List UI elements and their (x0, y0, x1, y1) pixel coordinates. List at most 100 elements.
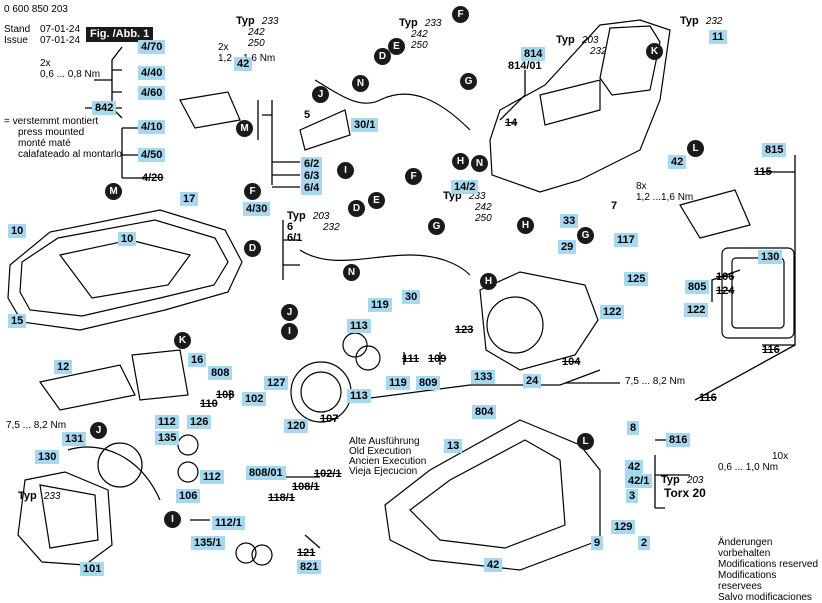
part-label-809[interactable]: 809 (416, 376, 441, 390)
part-label-30-1[interactable]: 30/1 (351, 118, 379, 132)
ref-circle-i[interactable]: I (337, 162, 354, 179)
part-label-29[interactable]: 29 (558, 240, 577, 254)
ref-circle-d[interactable]: D (374, 48, 391, 65)
part-label-130b[interactable]: 130 (35, 450, 60, 464)
part-label-821[interactable]: 821 (297, 560, 322, 574)
ref-circle-k[interactable]: K (646, 43, 663, 60)
part-label-125[interactable]: 125 (624, 272, 649, 286)
part-label-102-1[interactable]: 102/1 (314, 468, 342, 480)
ref-circle-j3[interactable]: J (90, 422, 107, 439)
part-label-109[interactable]: 109 (428, 353, 447, 365)
part-label-13[interactable]: 13 (444, 439, 463, 453)
part-label-115[interactable]: 115 (754, 166, 772, 178)
part-label-4-20[interactable]: 4/20 (142, 172, 164, 184)
ref-circle-m2[interactable]: M (105, 183, 122, 200)
part-label-33[interactable]: 33 (560, 214, 579, 228)
ref-circle-f[interactable]: F (452, 6, 469, 23)
part-label-130a[interactable]: 130 (758, 250, 783, 264)
part-label-119b[interactable]: 119 (386, 376, 410, 390)
ref-circle-g[interactable]: G (460, 73, 477, 90)
part-label-842[interactable]: 842 (92, 101, 117, 115)
part-label-111[interactable]: 111 (402, 353, 420, 365)
ref-circle-l[interactable]: L (687, 140, 704, 157)
part-label-10b[interactable]: 10 (118, 232, 137, 246)
part-label-4-50[interactable]: 4/50 (138, 148, 166, 162)
part-label-14-2[interactable]: 14/2 (451, 180, 479, 194)
part-label-6-1[interactable]: 6/1 (287, 232, 303, 244)
part-label-15[interactable]: 15 (8, 314, 27, 328)
part-label-135-1[interactable]: 135/1 (191, 536, 225, 550)
part-label-117[interactable]: 117 (614, 233, 638, 247)
part-label-113b[interactable]: 113 (347, 389, 371, 403)
part-label-9[interactable]: 9 (591, 536, 604, 550)
part-label-104[interactable]: 104 (562, 356, 581, 368)
part-label-124[interactable]: 124 (716, 285, 735, 297)
part-label-110[interactable]: 110 (200, 398, 218, 410)
part-label-4-10[interactable]: 4/10 (138, 120, 166, 134)
ref-circle-k2[interactable]: K (174, 332, 191, 349)
part-label-6-4[interactable]: 6/4 (301, 181, 323, 195)
part-label-814[interactable]: 814 (521, 47, 546, 61)
part-label-8[interactable]: 8 (627, 421, 640, 435)
ref-circle-e2[interactable]: E (368, 192, 385, 209)
ref-circle-d3[interactable]: D (348, 200, 365, 217)
ref-circle-n2[interactable]: N (471, 155, 488, 172)
part-label-14[interactable]: 14 (505, 117, 518, 129)
part-label-118-1[interactable]: 118/1 (268, 492, 295, 504)
part-label-42d[interactable]: 42 (484, 558, 503, 572)
ref-circle-h[interactable]: H (452, 153, 469, 170)
part-label-122a[interactable]: 122 (684, 303, 709, 317)
part-label-42c[interactable]: 42 (625, 460, 644, 474)
ref-circle-g3[interactable]: G (577, 227, 594, 244)
part-label-24[interactable]: 24 (523, 374, 542, 388)
part-label-815[interactable]: 815 (762, 143, 787, 157)
part-label-6-3[interactable]: 6/3 (301, 169, 323, 183)
part-label-131[interactable]: 131 (62, 432, 87, 446)
part-label-808[interactable]: 808 (208, 366, 233, 380)
part-label-120[interactable]: 120 (284, 419, 309, 433)
part-label-6-2[interactable]: 6/2 (301, 157, 323, 171)
part-label-2[interactable]: 2 (638, 536, 651, 550)
part-label-112-1[interactable]: 112/1 (212, 516, 245, 530)
part-label-121[interactable]: 121 (297, 547, 316, 559)
part-label-101[interactable]: 101 (80, 562, 105, 576)
part-label-17[interactable]: 17 (180, 192, 199, 206)
part-label-42a[interactable]: 42 (234, 57, 253, 71)
part-label-3[interactable]: 3 (626, 489, 639, 503)
part-label-4-30[interactable]: 4/30 (243, 202, 271, 216)
part-label-814-01[interactable]: 814/01 (508, 60, 542, 72)
part-label-805[interactable]: 805 (685, 280, 710, 294)
part-label-16[interactable]: 16 (188, 353, 207, 367)
part-label-42-1[interactable]: 42/1 (625, 474, 653, 488)
ref-circle-i3[interactable]: I (164, 511, 181, 528)
part-label-808-01[interactable]: 808/01 (246, 466, 286, 480)
part-label-112b[interactable]: 112 (200, 470, 224, 484)
part-label-12[interactable]: 12 (54, 360, 73, 374)
part-label-126[interactable]: 126 (187, 415, 212, 429)
part-label-6[interactable]: 6 (287, 221, 294, 233)
part-label-116b[interactable]: 116 (699, 392, 717, 404)
part-label-127[interactable]: 127 (264, 376, 289, 390)
ref-circle-d2[interactable]: D (244, 240, 261, 257)
part-label-108-1[interactable]: 108/1 (292, 481, 320, 493)
ref-circle-e[interactable]: E (388, 38, 405, 55)
part-label-113a[interactable]: 113 (347, 319, 371, 333)
part-label-106b[interactable]: 106 (176, 489, 201, 503)
part-label-804[interactable]: 804 (472, 405, 497, 419)
part-label-135[interactable]: 135 (155, 431, 180, 445)
ref-circle-g2[interactable]: G (428, 218, 445, 235)
part-label-10a[interactable]: 10 (8, 224, 27, 238)
ref-circle-n[interactable]: N (352, 75, 369, 92)
part-label-11[interactable]: 11 (709, 30, 727, 44)
part-label-122b[interactable]: 122 (600, 305, 625, 319)
part-label-4-70[interactable]: 4/70 (138, 40, 166, 54)
part-label-107[interactable]: 107 (320, 413, 339, 425)
part-label-106a[interactable]: 106 (716, 271, 735, 283)
part-label-816[interactable]: 816 (666, 433, 691, 447)
part-label-112a[interactable]: 112 (155, 415, 179, 429)
part-label-5[interactable]: 5 (304, 109, 311, 121)
ref-circle-f3[interactable]: F (405, 168, 422, 185)
ref-circle-j2[interactable]: J (281, 304, 298, 321)
part-label-4-60[interactable]: 4/60 (138, 86, 166, 100)
ref-circle-h3[interactable]: H (517, 217, 534, 234)
